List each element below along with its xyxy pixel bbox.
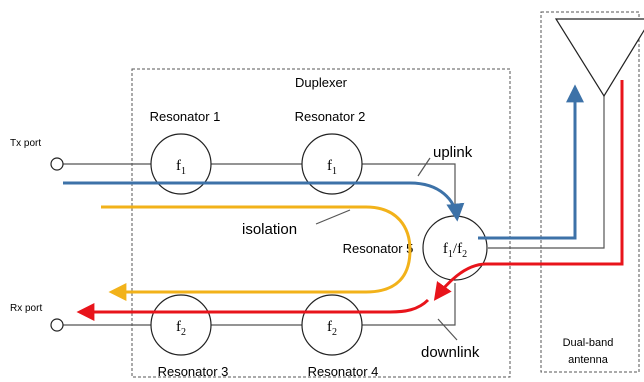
- resonator-1-label: Resonator 1: [150, 109, 221, 124]
- tx-port: [50, 157, 64, 171]
- resonator-1-freq: f: [176, 158, 181, 174]
- svg-text:f1/f2: f1/f2: [443, 241, 467, 260]
- resonator-3: f2: [150, 294, 212, 356]
- resonator-4-subscript: 2: [332, 327, 337, 338]
- duplexer-label: Duplexer: [295, 75, 348, 90]
- uplink-label: uplink: [433, 144, 473, 161]
- antenna-label-line1: Dual-band: [563, 337, 614, 349]
- resonator-3-label: Resonator 3: [158, 364, 229, 379]
- isolation-leader: [315, 209, 351, 225]
- wire-res2-to-res5: [362, 163, 456, 213]
- uplink-path-antenna: [478, 84, 584, 240]
- resonator-5-freq2: /f: [453, 241, 462, 257]
- resonator-5-freq: f: [443, 241, 448, 257]
- resonator-5-label: Resonator 5: [343, 241, 414, 256]
- uplink-leader: [417, 157, 431, 177]
- tx-port-label: Tx port: [10, 138, 41, 149]
- svg-text:f2: f2: [327, 319, 337, 338]
- downlink-path: [76, 298, 430, 321]
- antenna-icon: [554, 18, 644, 98]
- resonator-2-label: Resonator 2: [295, 109, 366, 124]
- svg-text:f1: f1: [176, 158, 186, 177]
- resonator-2: f1: [301, 133, 363, 195]
- rx-port: [50, 318, 64, 332]
- resonator-1-subscript: 1: [181, 166, 186, 177]
- downlink-leader: [437, 318, 458, 341]
- resonator-3-freq: f: [176, 319, 181, 335]
- rx-port-label: Rx port: [10, 303, 42, 314]
- resonator-5: f1/f2: [422, 215, 488, 281]
- resonator-4-freq: f: [327, 319, 332, 335]
- isolation-path: [101, 205, 412, 301]
- resonator-3-subscript: 2: [181, 327, 186, 338]
- antenna-label-line2: antenna: [568, 354, 609, 366]
- resonator-2-freq: f: [327, 158, 332, 174]
- resonator-4-label: Resonator 4: [308, 364, 379, 379]
- resonator-1: f1: [150, 133, 212, 195]
- uplink-path: [63, 181, 465, 222]
- resonator-2-subscript: 1: [332, 166, 337, 177]
- svg-text:f1: f1: [327, 158, 337, 177]
- svg-text:f2: f2: [176, 319, 186, 338]
- duplexer-box: [131, 68, 511, 378]
- resonator-4: f2: [301, 294, 363, 356]
- downlink-label: downlink: [421, 344, 480, 361]
- resonator-5-subscript: 1: [448, 249, 453, 260]
- wire-res5-to-antenna: [488, 96, 605, 249]
- resonator-5-subscript2: 2: [462, 249, 467, 260]
- downlink-path-antenna: [433, 80, 624, 301]
- wire-res4-to-res5: [362, 283, 456, 326]
- antenna-box: [540, 11, 640, 373]
- isolation-label: isolation: [242, 221, 297, 238]
